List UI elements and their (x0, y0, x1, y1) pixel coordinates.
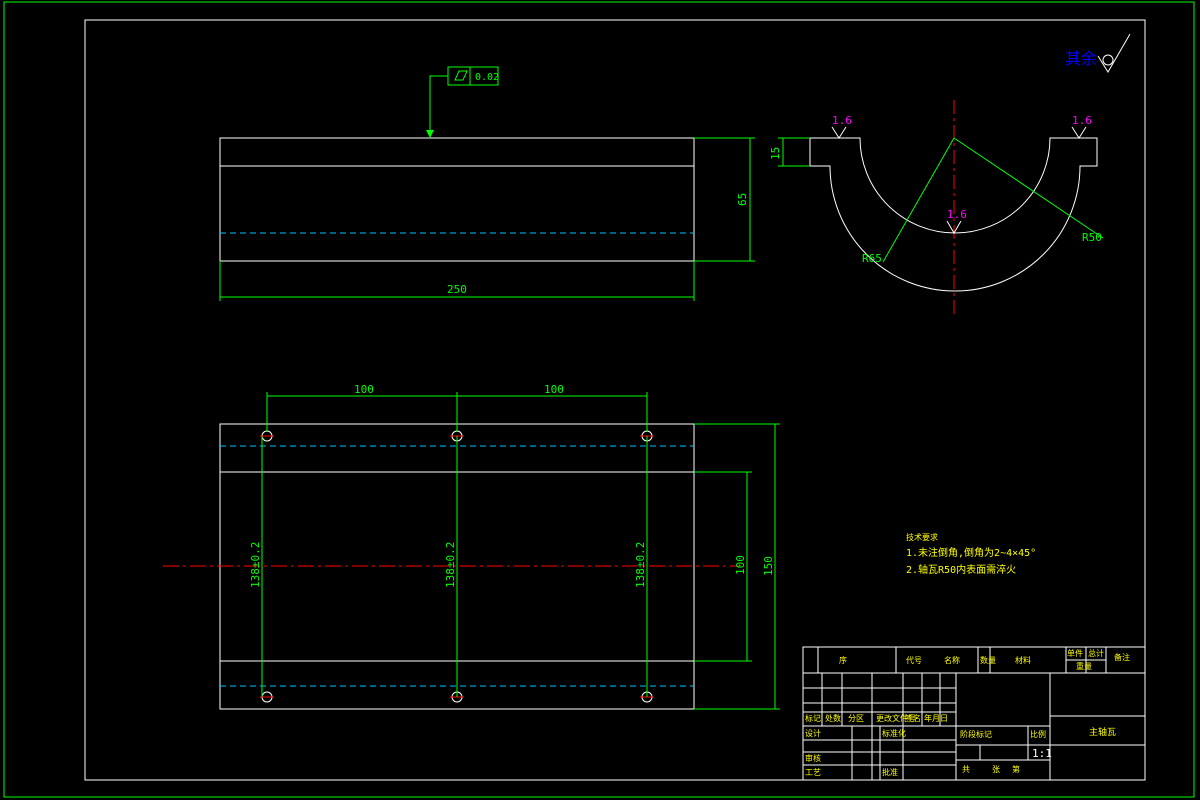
dim-100-left-label: 100 (354, 383, 374, 396)
tb-scale-value: 1:1 (1032, 747, 1052, 760)
side-view: R65 R50 15 1.6 1.6 1.6 (769, 100, 1104, 318)
tb-sheet: 张 (992, 765, 1000, 774)
r50-label: R50 (1082, 231, 1102, 244)
outer-border (3, 1, 1195, 798)
flatness-frame (447, 66, 499, 86)
roughness-right-value: 1.6 (1072, 114, 1092, 127)
dim-65-label: 65 (736, 193, 749, 206)
r50-leader (953, 137, 1104, 239)
tb-sheet-no: 第 (1012, 764, 1020, 774)
flatness-symbol-icon (454, 70, 468, 81)
dim-150-label: 150 (762, 556, 775, 576)
front-view: 0.02 250 65 (219, 66, 755, 301)
flatness-value: 0.02 (475, 72, 499, 83)
tb-review: 审核 (805, 753, 821, 763)
tb-seq: 序 (839, 655, 847, 665)
roughness-left-icon (831, 126, 847, 139)
dim-15-label: 15 (769, 147, 782, 160)
dim-250-label: 250 (447, 283, 467, 296)
tb-name: 名称 (944, 655, 960, 665)
tech-req-line1: 1.未注倒角,倒角为2~4×45° (906, 546, 1036, 559)
tb-qty: 数量 (980, 655, 996, 665)
roughness-symbol-left: 1.6 (831, 114, 852, 139)
tb-change-doc: 更改文件号 (876, 713, 916, 723)
tb-process: 工艺 (805, 768, 821, 777)
dim-138-label-right: 138±0.2 (634, 542, 647, 588)
front-view-outline (219, 137, 695, 262)
tb-part-name: 主轴瓦 (1089, 726, 1116, 738)
roughness-center-value: 1.6 (947, 208, 967, 221)
roughness-right-icon (1071, 126, 1087, 139)
tb-scale-label: 比例 (1030, 729, 1046, 739)
tb-standard: 标准化 (882, 728, 906, 738)
tb-unit-weight: 单件 (1067, 648, 1083, 658)
tb-mark: 标记 (805, 713, 821, 723)
r65-leader (882, 137, 955, 263)
tb-material: 材料 (1015, 655, 1031, 665)
tech-req-line2: 2.轴瓦R50内表面需淬火 (906, 563, 1016, 576)
roughness-center-icon (946, 220, 962, 234)
inner-border (84, 19, 1146, 781)
plan-view: 100 100 138±0.2 138±0.2 138±0.2 100 150 (163, 383, 780, 710)
tech-req-heading: 技术要求 (906, 532, 938, 542)
tb-approve: 批准 (882, 767, 898, 777)
dim-100-right-label: 100 (544, 383, 564, 396)
roughness-symbol-right: 1.6 (1071, 114, 1092, 139)
dim-100v-label: 100 (734, 555, 747, 575)
tb-zone: 分区 (848, 714, 864, 723)
tb-weight: 重量 (1076, 661, 1092, 671)
tb-remark: 备注 (1114, 652, 1130, 662)
surface-finish-note: 其余 (1065, 33, 1131, 73)
finish-check-icon (1097, 33, 1131, 73)
tb-stage-mark: 阶段标记 (960, 729, 992, 739)
dim-138-label-mid: 138±0.2 (444, 542, 457, 588)
tb-total: 总计 (1088, 648, 1104, 658)
dim-138-label-left: 138±0.2 (249, 542, 262, 588)
tb-count: 处数 (825, 713, 841, 723)
surface-finish-label: 其余 (1065, 49, 1097, 68)
tech-requirements: 技术要求 1.未注倒角,倒角为2~4×45° 2.轴瓦R50内表面需淬火 (906, 532, 1036, 576)
title-block-frame (802, 646, 1146, 781)
finish-circle-icon (1102, 54, 1114, 66)
flatness-leader (429, 75, 448, 138)
title-block-text: 序 代号 名称 数量 材料 单件 总计 重量 备注 标记 处数 分区 更改文件号… (805, 648, 1130, 777)
flatness-arrow (426, 130, 434, 138)
roughness-left-value: 1.6 (832, 114, 852, 127)
bearing-shell-outline (809, 137, 1098, 292)
tb-date: 年月日 (924, 713, 948, 723)
tb-sign: 签名 (905, 713, 921, 723)
title-block (802, 646, 1146, 781)
tb-design: 设计 (805, 728, 821, 738)
r65-label: R65 (862, 252, 882, 265)
tb-code: 代号 (906, 655, 922, 665)
tb-sheet-total: 共 (962, 765, 970, 774)
roughness-symbol-center: 1.6 (946, 208, 967, 234)
